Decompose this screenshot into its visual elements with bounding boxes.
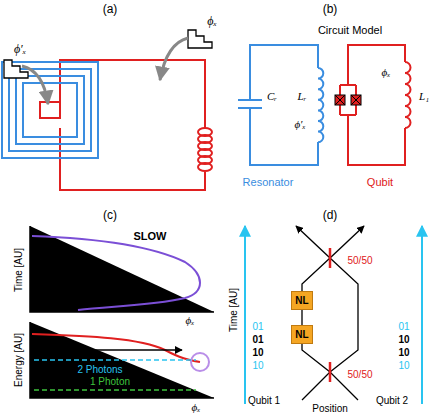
label: (a) [103,3,118,16]
label: 01 [252,321,263,332]
qubit-loop [40,60,212,190]
label: Energy [AU] [13,333,24,387]
label: 10 [252,360,263,371]
josephson-junction [335,95,361,105]
label: ϕₓ [186,314,195,326]
label: ϕₓ [207,15,217,28]
label: ϕₓ [192,401,201,413]
label: 10 [398,360,409,371]
label: SLOW [134,230,167,242]
axes [30,226,214,398]
label: Time [AU] [13,248,24,292]
two-photon-level [34,359,196,361]
flux-source [4,30,212,104]
label: Cᵣ [267,90,277,102]
label: ϕₓ [382,66,391,78]
label: (c) [103,209,117,222]
nonlinear-element: NL [291,291,313,310]
label: L₁ [419,90,429,102]
turning-point [191,353,209,371]
label: 1 Photon [90,376,130,387]
time-curve [32,236,200,310]
label: 10 [398,347,409,358]
label: Qubit 2 [376,395,408,406]
label: 50/50 [347,255,372,266]
label: Circuit Model [318,24,382,36]
qubit-circuit [340,45,411,165]
label: Qubit 1 [248,395,280,406]
label: Lᵣ [298,90,307,102]
label: Position [312,403,348,414]
label: Time [AU] [228,288,239,332]
node-text: NL [295,329,308,340]
node-text: NL [295,295,308,306]
label: Resonator [243,176,294,188]
label: 10 [398,334,409,345]
label: 50/50 [347,369,372,380]
label: (d) [323,209,338,222]
energy-curve [32,334,200,362]
label: 01 [398,321,409,332]
label: ϕ′ₓ [14,43,26,56]
nonlinear-element: NL [291,325,313,344]
label: ϕ′ₓ [294,118,305,130]
energy-arrow [46,349,182,350]
label: 2 Photons [77,364,122,375]
label: 01 [252,334,263,345]
beam-splitter [329,248,332,382]
label: (b) [323,3,338,16]
label: Qubit [367,176,393,188]
one-photon-level [34,389,196,391]
resonator-circuit [238,45,323,165]
time-axes [245,226,422,404]
label: 10 [252,347,263,358]
